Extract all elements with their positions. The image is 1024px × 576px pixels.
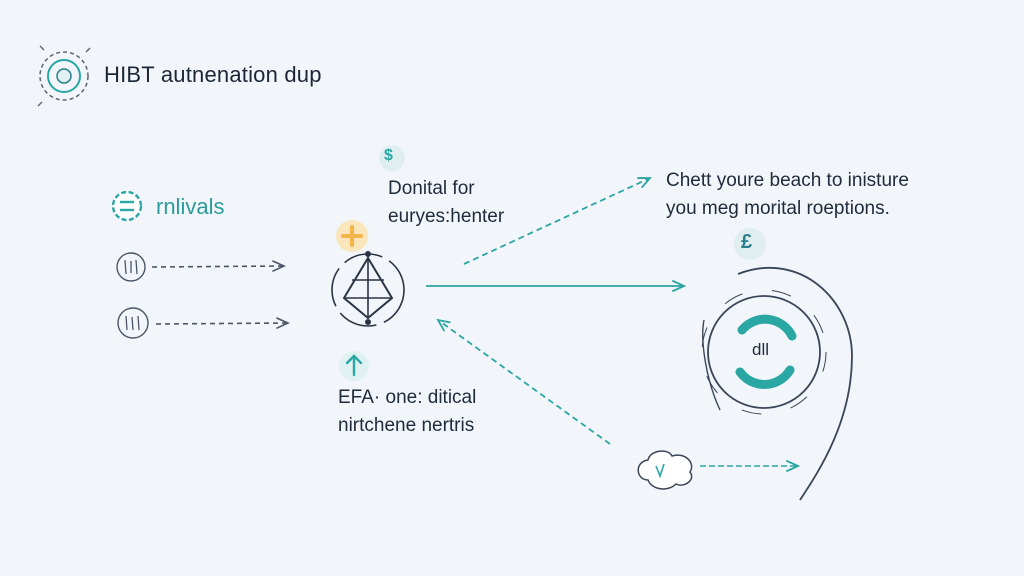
center-bottom-text: EFA· one: ditical nirtchene nertris bbox=[338, 384, 476, 440]
arrow-from-bottom bbox=[438, 320, 611, 445]
orange-plus-icon bbox=[336, 220, 368, 252]
cloud-icon bbox=[637, 450, 693, 490]
left-circle-icon-1 bbox=[116, 252, 146, 282]
center-bottom-text-line-2: nirtchene nertris bbox=[338, 415, 475, 436]
arrow-to-right-text bbox=[463, 178, 650, 265]
right-circle-icon bbox=[701, 267, 853, 501]
left-label: rnlivals bbox=[156, 194, 225, 219]
right-text-line-2: you meg morital roeptions. bbox=[666, 198, 890, 219]
up-arrow-icon bbox=[339, 351, 369, 381]
center-top-text: Donital for euryes:henter bbox=[388, 175, 504, 231]
diagram-title: HIBT autnenation dup bbox=[104, 62, 322, 87]
logo-gear-icon bbox=[37, 45, 91, 107]
left-gear-icon bbox=[111, 190, 143, 222]
left-arrow-1 bbox=[151, 260, 286, 272]
pound-icon bbox=[734, 228, 766, 260]
center-bottom-text-line-1: EFA· one: ditical bbox=[338, 387, 477, 408]
stats-glyph: dll bbox=[752, 340, 770, 359]
right-text-line-1: Chett youre beach to inisture bbox=[666, 170, 909, 191]
left-arrow-2 bbox=[155, 317, 290, 329]
pound-glyph: £ bbox=[741, 231, 753, 253]
top-badge-glyph: $ bbox=[384, 147, 393, 164]
central-node-icon bbox=[331, 251, 405, 327]
center-top-text-line-2: euryes:henter bbox=[388, 206, 505, 227]
top-small-circle-icon bbox=[379, 145, 405, 171]
center-top-text-line-1: Donital for bbox=[388, 178, 475, 199]
left-circle-icon-2 bbox=[117, 307, 149, 339]
right-text: Chett youre beach to inisture you meg mo… bbox=[666, 167, 909, 223]
